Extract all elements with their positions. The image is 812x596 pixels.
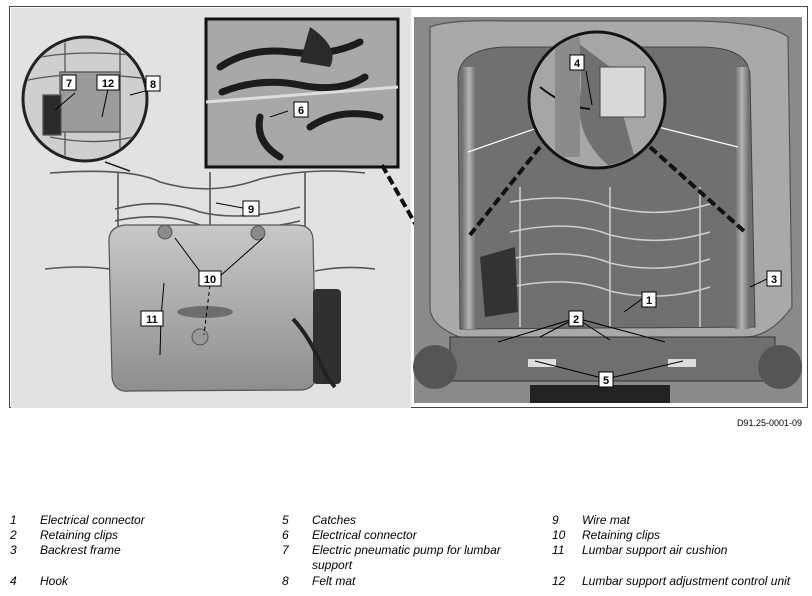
svg-text:2: 2 — [573, 314, 579, 326]
svg-text:9: 9 — [248, 204, 254, 216]
svg-text:12: 12 — [102, 78, 114, 90]
svg-text:11: 11 — [146, 314, 158, 326]
callout-12: 12 — [96, 74, 120, 91]
callout-11: 11 — [140, 310, 164, 327]
callout-8: 8 — [145, 75, 161, 92]
callout-10: 10 — [198, 270, 222, 287]
pump-body — [313, 289, 341, 384]
right-dashed-lines — [468, 145, 747, 237]
callout-6: 6 — [293, 101, 309, 118]
callouts: 7 12 8 6 9 10 11 4 1 2 3 5 — [61, 54, 782, 388]
callout-1: 1 — [641, 291, 657, 308]
svg-text:7: 7 — [66, 78, 72, 90]
svg-text:3: 3 — [771, 274, 777, 286]
inset-detail-top — [204, 17, 400, 169]
diagram-svg: 7 12 8 6 9 10 11 4 1 2 3 5 — [11, 8, 802, 408]
figure-id: D91.25-0001-09 — [736, 418, 802, 428]
callout-4: 4 — [569, 54, 585, 71]
wire-mat-right — [509, 187, 711, 327]
svg-text:4: 4 — [574, 58, 581, 70]
callout-2: 2 — [568, 310, 584, 327]
callout-5: 5 — [598, 371, 614, 388]
svg-text:10: 10 — [204, 274, 216, 286]
callout-3: 3 — [766, 270, 782, 287]
svg-text:5: 5 — [603, 375, 609, 387]
svg-text:1: 1 — [646, 295, 652, 307]
svg-text:6: 6 — [298, 105, 304, 117]
callout-9: 9 — [242, 200, 260, 217]
diagram-figure: 7 12 8 6 9 10 11 4 1 2 3 5 — [9, 6, 808, 408]
svg-text:8: 8 — [150, 79, 156, 91]
inset-detail-left — [21, 35, 149, 172]
inset-detail-right — [527, 30, 667, 170]
callout-7: 7 — [61, 74, 77, 91]
callout-leaders — [54, 70, 768, 380]
